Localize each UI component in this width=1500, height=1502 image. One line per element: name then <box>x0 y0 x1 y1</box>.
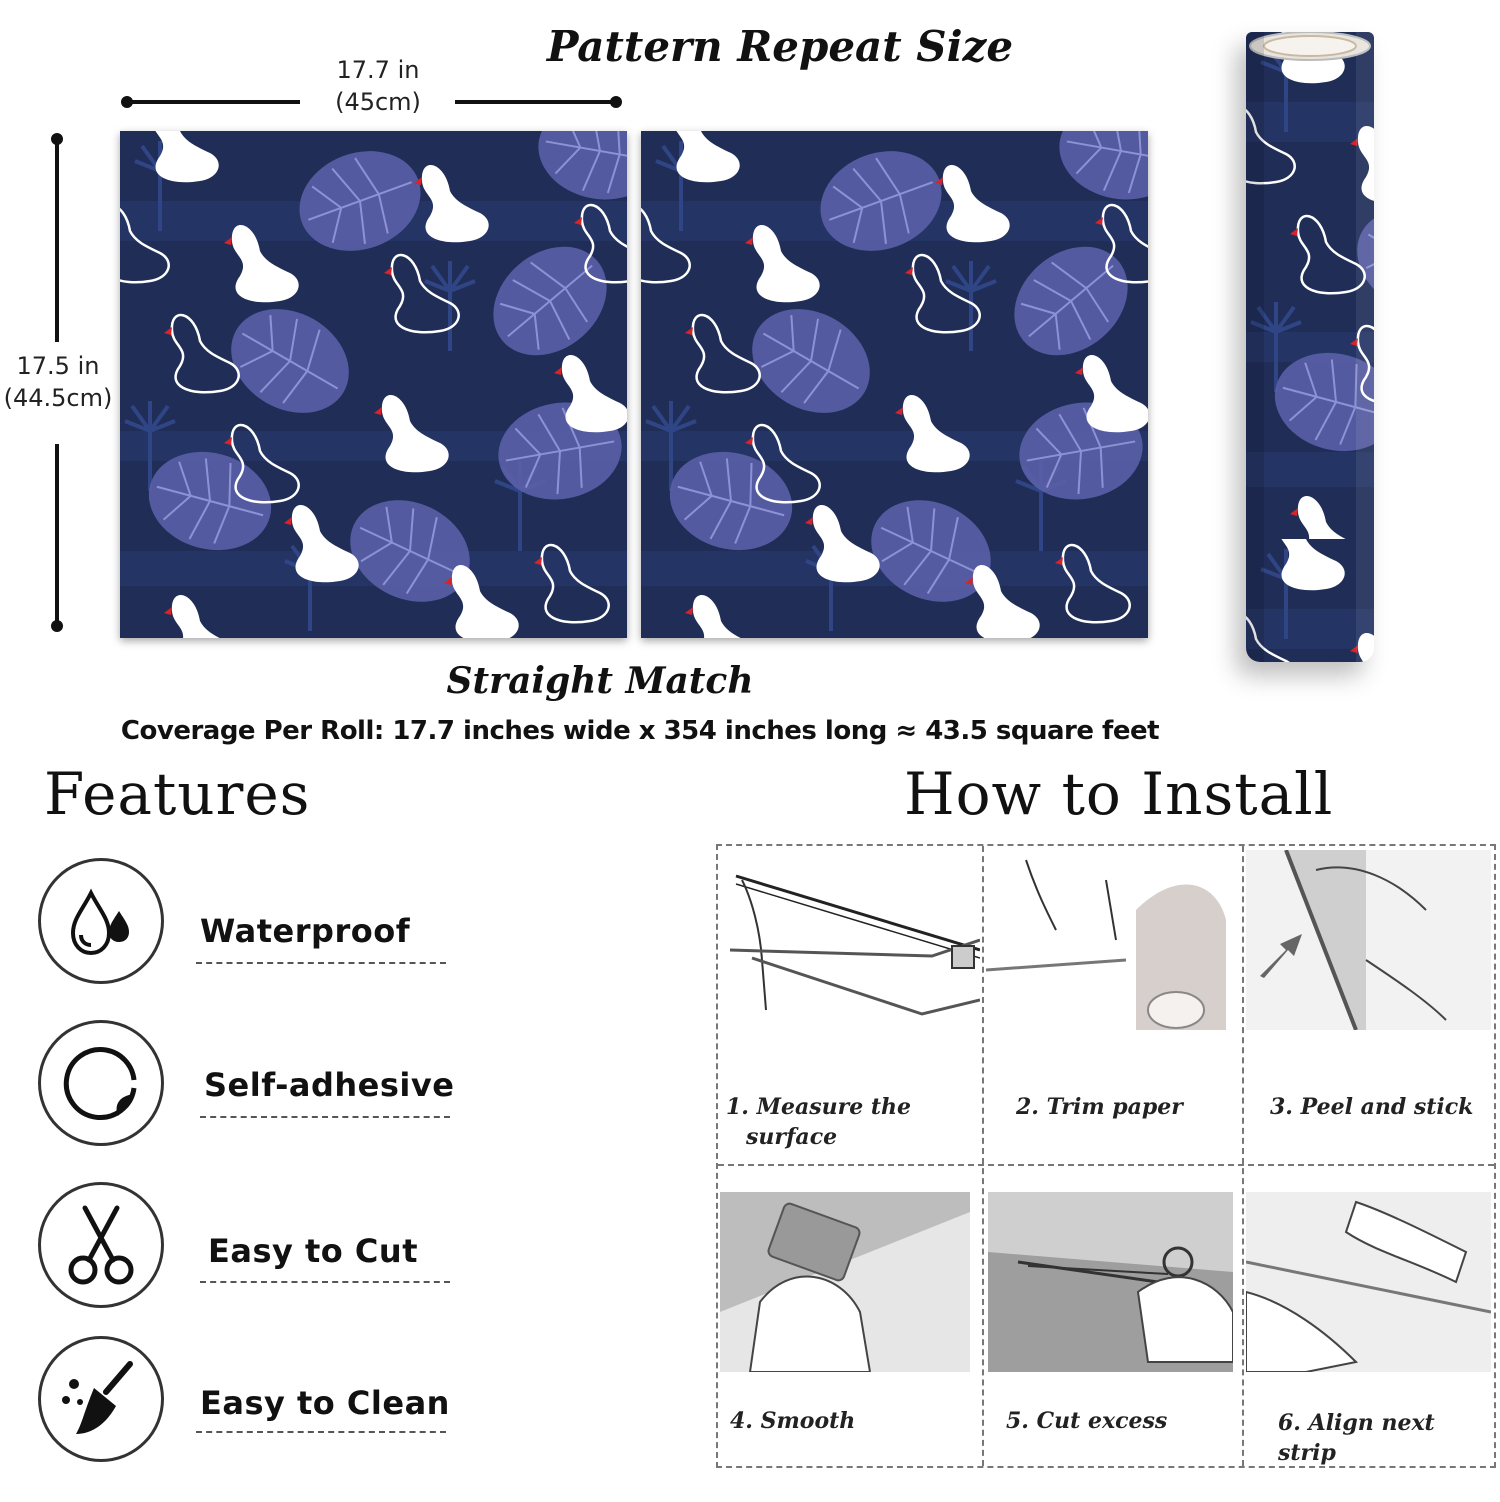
install-steps-grid: 1. Measure the surface 2. Trim paper 3. … <box>716 844 1496 1468</box>
wallpaper-roll-art <box>1246 32 1374 662</box>
feature-divider <box>200 1281 450 1283</box>
feature-divider <box>196 1431 446 1433</box>
step-cut-excess-illustration <box>988 1192 1246 1502</box>
grid-divider <box>982 846 984 1466</box>
step-5-label: 5. Cut excess <box>1006 1408 1168 1434</box>
step-peel-illustration <box>1246 850 1500 1160</box>
coverage-text: Coverage Per Roll: 17.7 inches wide x 35… <box>120 716 1160 746</box>
step-6-label: 6. Align next strip <box>1278 1410 1435 1466</box>
feature-waterproof-label: Waterproof <box>200 912 411 950</box>
step-4-label: 4. Smooth <box>730 1408 856 1434</box>
step-measure-illustration <box>722 850 980 1160</box>
feature-easy-to-clean-label: Easy to Clean <box>200 1384 450 1422</box>
pattern-tile-left <box>120 131 627 638</box>
pattern-tile-right <box>641 131 1148 638</box>
step-trim-illustration <box>986 850 1244 1160</box>
install-title: How to Install <box>904 760 1334 828</box>
step-smooth-illustration <box>720 1192 978 1502</box>
scissors-icon <box>38 1182 164 1308</box>
broom-icon <box>38 1336 164 1462</box>
width-cm: (45cm) <box>335 88 421 116</box>
pattern-repeat-title: Pattern Repeat Size <box>546 22 1014 71</box>
step-1-line2: surface <box>746 1124 838 1150</box>
step-1-label: 1. Measure the surface <box>726 1092 911 1152</box>
straight-match-label: Straight Match <box>446 660 754 702</box>
pattern-tile-art <box>641 131 1148 638</box>
width-dimension-label: 17.7 in (45cm) <box>300 54 456 118</box>
width-inches: 17.7 in <box>336 56 420 84</box>
height-dimension-line <box>51 133 63 632</box>
feature-divider <box>200 1116 450 1118</box>
step-align-illustration <box>1246 1192 1500 1502</box>
height-cm: (44.5cm) <box>3 384 113 412</box>
step-3-label: 3. Peel and stick <box>1270 1094 1474 1120</box>
water-drops-icon <box>38 858 164 984</box>
grid-divider <box>718 1164 1494 1166</box>
features-title: Features <box>44 760 311 828</box>
step-1-line1: 1. Measure the <box>726 1094 912 1120</box>
wallpaper-roll <box>1246 32 1374 662</box>
pattern-tile-art <box>120 131 627 638</box>
feature-easy-to-cut-label: Easy to Cut <box>208 1232 418 1270</box>
height-inches: 17.5 in <box>16 352 100 380</box>
feature-self-adhesive-label: Self-adhesive <box>204 1066 455 1104</box>
peel-sticker-icon <box>38 1020 164 1146</box>
height-dimension-label: 17.5 in (44.5cm) <box>0 350 116 414</box>
grid-divider <box>1242 846 1244 1466</box>
step-2-label: 2. Trim paper <box>1016 1094 1183 1120</box>
feature-divider <box>196 962 446 964</box>
width-dimension-line <box>121 96 622 108</box>
